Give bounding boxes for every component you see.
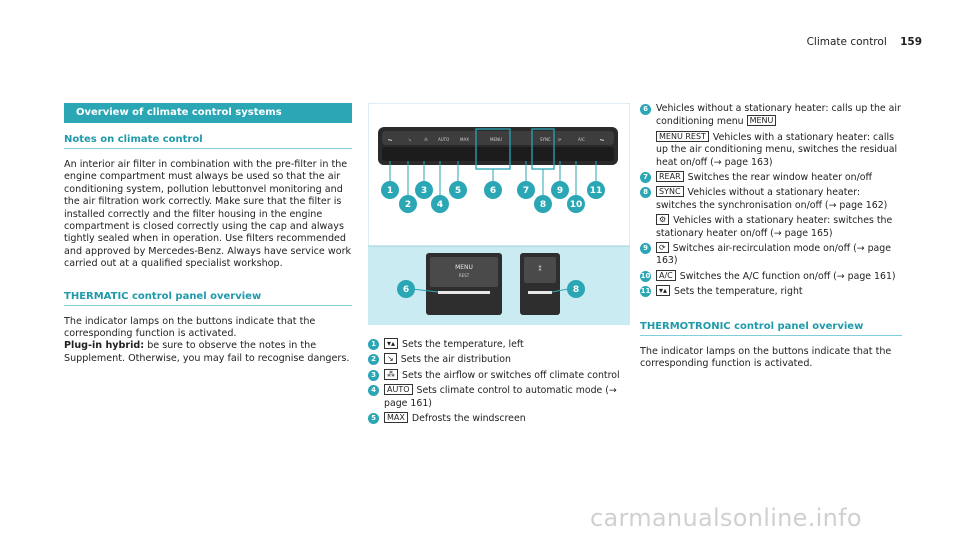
legend-list-right: 6 Vehicles without a stationary heater: c… [640, 103, 902, 371]
callout-badge: 4 [368, 385, 379, 397]
svg-text:▾▴: ▾▴ [600, 137, 604, 142]
list-item: 3 ⁂ Sets the airflow or switches off clima… [368, 368, 628, 382]
legend-list-left: 1▾▴Sets the temperature, left 2↘Sets the… [368, 338, 628, 427]
menu-icon: MENU [746, 115, 777, 127]
callout-badge: 2 [368, 354, 379, 366]
svg-text:1: 1 [387, 186, 393, 196]
item-text: Vehicles without a stationary heater: sw… [656, 187, 888, 211]
svg-text:AUTO: AUTO [438, 137, 449, 142]
plugin-note: Plug-in hybrid: be sure to observe the n… [64, 340, 352, 365]
svg-text:9: 9 [557, 186, 563, 196]
temperature-icon: ▾▴ [384, 338, 399, 349]
callout-badge: 10 [640, 270, 651, 282]
svg-text:11: 11 [590, 186, 603, 196]
list-item: 6 Vehicles without a stationary heater: c… [640, 103, 902, 129]
callout-badge: 6 [640, 104, 651, 115]
temperature-icon: ▾▴ [656, 285, 671, 297]
item-text: Vehicles with a stationary heater: switc… [656, 215, 893, 239]
page-number: 159 [900, 36, 922, 48]
callout-badge: 9 [640, 243, 651, 255]
item-text: Defrosts the windscreen [411, 413, 526, 425]
svg-text:REST: REST [459, 273, 470, 278]
plugin-label: Plug-in hybrid: [64, 340, 145, 352]
column-left: Overview of climate control systems Note… [64, 103, 352, 365]
thermatic-heading: THERMATIC control panel overview [64, 290, 262, 302]
svg-text:2: 2 [405, 200, 411, 210]
callout-badge: 1 [368, 339, 379, 350]
sync-icon: SYNC [656, 186, 684, 198]
watermark: carmanualsonline.info [590, 504, 862, 532]
section-title: Climate control [806, 36, 887, 48]
list-item: 9 ⟳Switches air-recirculation mode on/off… [640, 242, 902, 268]
svg-text:↘: ↘ [408, 137, 411, 142]
svg-text:8: 8 [573, 285, 579, 295]
divider [640, 334, 902, 336]
list-item: 1 ▾▴Sets the temperature, left [368, 338, 628, 351]
callout-badge: 7 [640, 172, 651, 184]
item-text: Sets climate control to automatic mode (… [384, 385, 617, 409]
list-item: 2 ↘Sets the air distribution [368, 353, 628, 366]
control-panel-figure: ▾▴ ↘ ⁂ AUTO MAX MENU SYNC ⟳ A/C ▾▴ 1 2 3 4 5 6… [367, 102, 631, 325]
svg-text:MAX: MAX [460, 137, 469, 142]
item-text: Sets the airflow or switches off climate… [402, 369, 620, 381]
notes-text: An interior air filter in combination wi… [64, 159, 352, 270]
divider [64, 304, 352, 306]
callout-badge: 3 [368, 369, 379, 381]
auto-icon: AUTO [384, 384, 413, 396]
svg-text:4: 4 [437, 200, 443, 210]
fan-icon: ⁂ [384, 368, 398, 380]
divider [64, 148, 352, 149]
svg-text:SYNC: SYNC [540, 137, 551, 142]
svg-text:MENU: MENU [490, 137, 502, 142]
item-text: Vehicles with a stationary heater: calls… [656, 131, 898, 168]
list-item: 11 ▾▴Sets the temperature, right [640, 285, 902, 298]
plugin-text: be sure to observe the notes in the Supp… [64, 340, 350, 364]
item-text: Sets the temperature, left [402, 339, 524, 350]
overview-heading: Overview of climate control systems [64, 103, 352, 123]
svg-text:6: 6 [490, 186, 496, 196]
svg-text:A/C: A/C [578, 137, 585, 142]
list-item: ⚙Vehicles with a stationary heater: swit… [640, 214, 902, 240]
svg-text:7: 7 [523, 186, 529, 196]
svg-text:8: 8 [540, 200, 546, 210]
notes-heading: Notes on climate control [64, 134, 203, 145]
rear-window-heater-icon: REAR [656, 171, 684, 183]
thermotronic-text: The indicator lamps on the buttons indic… [640, 345, 892, 370]
svg-text:MENU: MENU [455, 264, 473, 271]
callout-badge: 11 [640, 286, 651, 298]
thermotronic-heading: THERMOTRONIC control panel overview [640, 320, 864, 332]
svg-text:6: 6 [403, 285, 409, 295]
item-text: Switches air-recirculation mode on/off (… [656, 243, 892, 267]
item-text: Vehicles without a stationary heater: ca… [656, 103, 901, 128]
page-header: Climate control 159 [807, 36, 922, 48]
callout-badge: 5 [368, 413, 379, 425]
svg-text:3: 3 [421, 186, 427, 196]
ac-icon: A/C [656, 269, 676, 281]
thermatic-text: The indicator lamps on the buttons indic… [64, 315, 316, 340]
stationary-heater-icon: ⚙ [656, 214, 670, 226]
menu-rest-icon: MENU REST [656, 130, 709, 142]
svg-text:⟳: ⟳ [558, 137, 562, 142]
item-text: Switches the A/C function on/off (→ page… [679, 270, 896, 282]
item-text: Switches the rear window heater on/off [687, 172, 872, 184]
air-distribution-icon: ↘ [384, 353, 397, 365]
svg-text:⁂: ⁂ [424, 137, 428, 142]
control-panel-illustration: ▾▴ ↘ ⁂ AUTO MAX MENU SYNC ⟳ A/C ▾▴ 1 2 3 4 5 6… [367, 102, 631, 325]
svg-text:▾▴: ▾▴ [388, 137, 392, 142]
svg-text:⁑: ⁑ [539, 266, 542, 273]
svg-text:10: 10 [570, 200, 583, 210]
item-text: Sets the air distribution [400, 354, 511, 366]
svg-text:5: 5 [455, 186, 461, 196]
item-text: Sets the temperature, right [674, 286, 803, 298]
defrost-icon: MAX [384, 412, 408, 424]
callout-badge: 8 [640, 187, 651, 199]
recirculation-icon: ⟳ [656, 242, 669, 254]
